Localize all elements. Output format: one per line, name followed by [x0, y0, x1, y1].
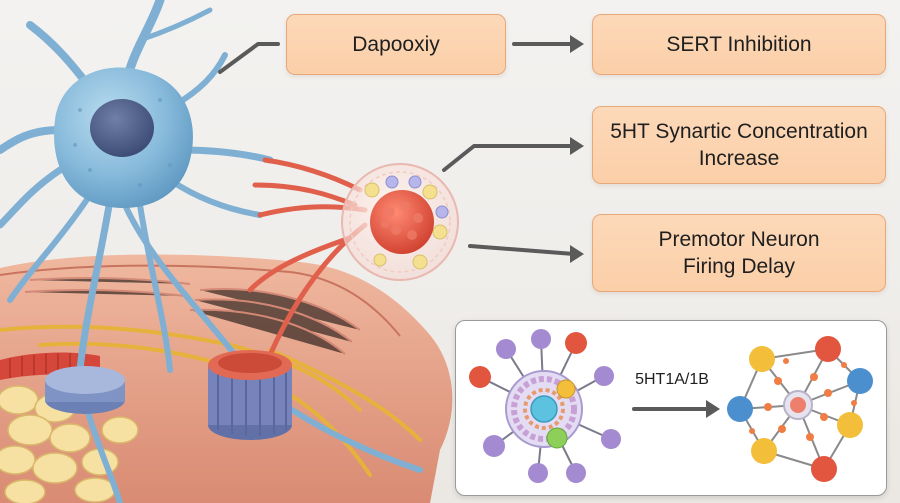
- receptor-network-diagram: [469, 329, 873, 483]
- serotonin-increase-box: 5HT Synartic Concentration Increase: [592, 106, 886, 184]
- drug-label: Dapooxiy: [352, 32, 440, 56]
- serotonin-label-line1: 5HT Synartic Concentration: [610, 119, 868, 143]
- receptor-left: [45, 366, 125, 414]
- premotor-label-line2: Firing Delay: [682, 255, 796, 278]
- neuron-soma: [54, 67, 193, 208]
- drug-box: Dapooxiy: [286, 14, 506, 75]
- premotor-label-line1: Premotor Neuron: [658, 227, 820, 251]
- flow-connectors: [218, 42, 578, 256]
- synaptic-vesicle: [341, 163, 459, 281]
- receptor-cluster-right: [727, 336, 873, 482]
- receptor-inset-panel: 5HT1A/1B: [455, 320, 887, 496]
- receptor-cluster-left: [469, 329, 621, 483]
- neuron-dendrites: [0, 0, 423, 503]
- premotor-delay-box: Premotor Neuron Firing Delay: [592, 214, 886, 292]
- receptor-center: [208, 350, 292, 440]
- receptor-label: 5HT1A/1B: [635, 371, 709, 388]
- arrowheads: [570, 35, 584, 263]
- serotonin-label-line2: Increase: [698, 147, 780, 170]
- sert-inhibition-box: SERT Inhibition: [592, 14, 886, 75]
- sert-label: SERT Inhibition: [666, 32, 812, 56]
